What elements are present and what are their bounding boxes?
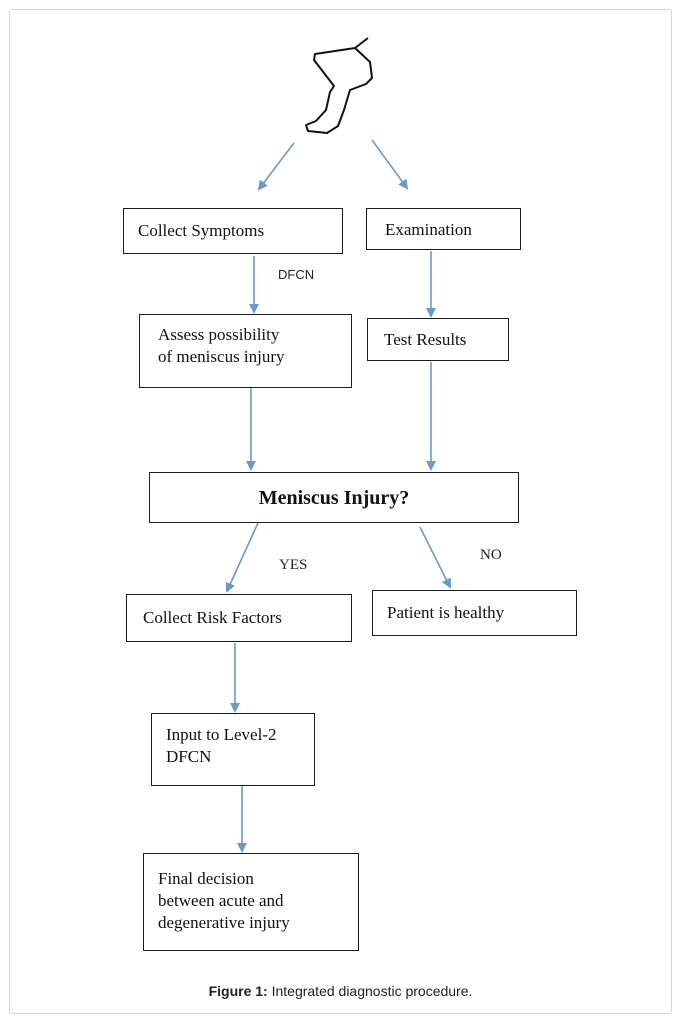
dfcn-edge-label: DFCN [278, 267, 315, 282]
decision-label: Meniscus Injury? [258, 487, 410, 509]
test-results-label: Test Results [384, 330, 467, 349]
level2-line-1: Input to Level-2 [166, 725, 277, 744]
patient-healthy-box: Patient is healthy [372, 590, 577, 636]
final-line-1: Final decision [158, 869, 254, 888]
test-results-box: Test Results [367, 318, 509, 361]
assess-line-2: of meniscus injury [158, 347, 285, 367]
patient-healthy-label: Patient is healthy [387, 603, 505, 622]
leg-icon [305, 37, 373, 134]
arrow-decision-to-risk [225, 522, 259, 593]
final-line-3: degenerative injury [158, 913, 290, 933]
meniscus-injury-decision-box: Meniscus Injury? [149, 472, 519, 523]
collect-symptoms-box: Collect Symptoms [123, 208, 343, 254]
arrow-leg-to-symptoms [257, 142, 295, 191]
final-decision-box: Final decision between acute and degener… [143, 853, 359, 951]
collect-risk-factors-box: Collect Risk Factors [126, 594, 352, 642]
caption-label: Figure 1: [208, 983, 268, 999]
caption-text: Integrated diagnostic procedure. [267, 983, 473, 999]
examination-label: Examination [385, 220, 472, 239]
no-edge-label: NO [480, 547, 502, 563]
examination-box: Examination [366, 208, 521, 250]
collect-symptoms-label: Collect Symptoms [138, 221, 265, 240]
final-line-2: between acute and [158, 891, 284, 911]
collect-risk-label: Collect Risk Factors [143, 608, 282, 627]
level2-line-2: DFCN [166, 747, 212, 767]
yes-edge-label: YES [279, 557, 308, 573]
arrow-leg-to-examination [371, 139, 409, 190]
arrow-decision-to-healthy [419, 526, 451, 589]
assess-line-1: Assess possibility [158, 325, 280, 344]
figure-caption: Figure 1: Integrated diagnostic procedur… [0, 983, 681, 999]
level2-input-box: Input to Level-2 DFCN [151, 713, 315, 786]
assess-possibility-box: Assess possibility of meniscus injury [139, 314, 352, 388]
